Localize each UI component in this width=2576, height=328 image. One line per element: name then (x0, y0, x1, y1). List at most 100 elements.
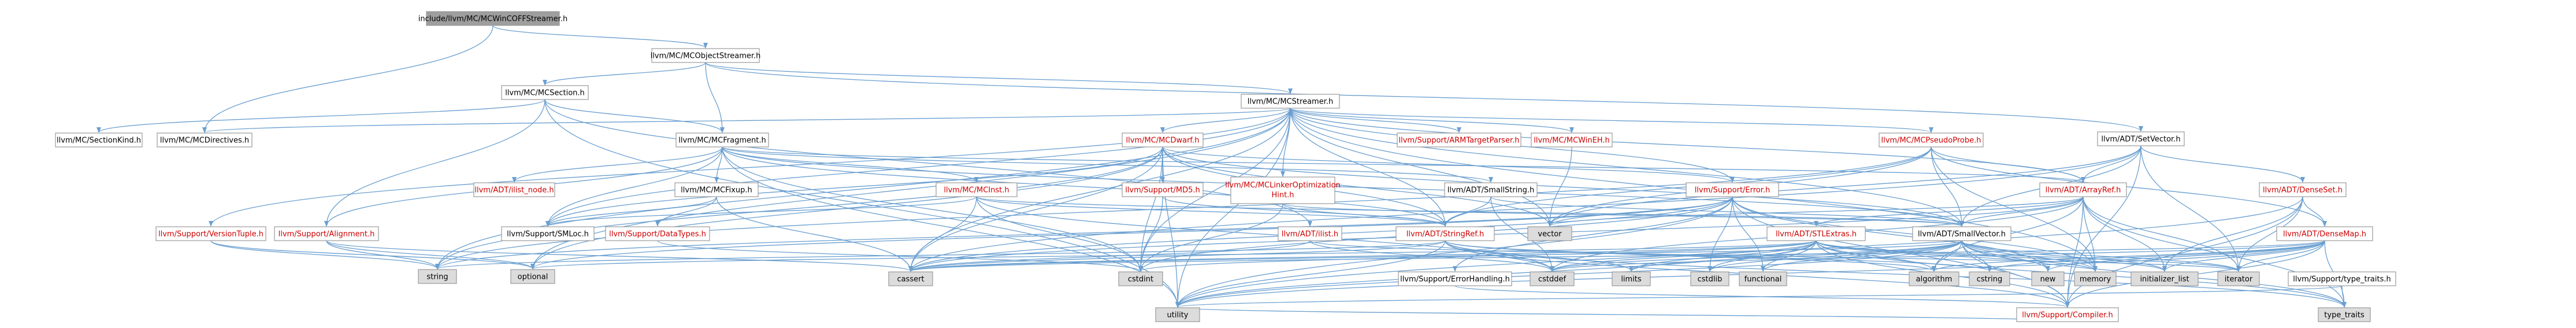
node-mcstreamer[interactable]: llvm/MC/MCStreamer.h (1241, 94, 1340, 109)
edge-arrow (326, 240, 440, 270)
edge-mcfragment-to-ilistnode (512, 146, 723, 183)
node-label: cstring (1977, 275, 2002, 284)
node-setvector[interactable]: llvm/ADT/SetVector.h (2097, 131, 2185, 146)
edge-mcstreamer-to-cstdint (1138, 108, 1291, 272)
node-box (1278, 226, 1342, 241)
edge-mcstreamer-to-vector (1290, 108, 1552, 227)
edge-mcfragment-to-mcfixup (714, 146, 723, 183)
node-root[interactable]: include/llvm/MC/MCWinCOFFStreamer.h (418, 11, 567, 26)
node-densemap[interactable]: llvm/ADT/DenseMap.h (2276, 226, 2373, 241)
edge-smallvector-to-memory (1961, 240, 2098, 272)
edge-arrow (530, 196, 1733, 270)
edge-arrow (908, 146, 1163, 272)
edge-arrow (2140, 145, 2305, 183)
node-md5[interactable]: llvm/Support/MD5.h (1122, 182, 1204, 197)
node-box (1527, 226, 1572, 241)
node-label: cstddef (1538, 275, 1567, 284)
edge-smallvector-to-functional (1761, 240, 1962, 272)
edge-datatypes-to-cstdint (657, 240, 1143, 272)
node-mcfixup[interactable]: llvm/MC/MCFixup.h (674, 182, 759, 197)
edge-versiontuple-to-string (210, 240, 440, 270)
edge-smallvector-to-cstddef (1550, 240, 1962, 272)
edge-arrow (1290, 108, 1933, 133)
node-smallstring[interactable]: llvm/ADT/SmallString.h (1444, 182, 1538, 197)
node-box (1909, 271, 1959, 286)
node-denseset[interactable]: llvm/ADT/DenseSet.h (2259, 182, 2347, 197)
edge-objstreamer-to-mcstreamer (705, 62, 1293, 94)
edge-arrow (657, 240, 1143, 272)
node-type_traits: type_traits (2318, 307, 2371, 322)
node-typetraits_h[interactable]: llvm/Support/type_traits.h (2288, 271, 2396, 286)
node-error[interactable]: llvm/Support/Error.h (1686, 182, 1779, 197)
edge-arrow (210, 240, 440, 270)
node-smallvector[interactable]: llvm/ADT/SmallVector.h (1912, 226, 2011, 241)
node-label: new (2040, 275, 2056, 284)
edge-arrayref-to-memory (2083, 196, 2098, 272)
edge-arrow (908, 196, 2084, 272)
node-compiler[interactable]: llvm/Support/Compiler.h (2016, 307, 2119, 322)
node-label: cstdlib (1698, 275, 1723, 284)
edge-arrow (1932, 240, 2325, 272)
edge-arrow (1162, 146, 1552, 227)
edge-arrow (2162, 240, 2325, 272)
node-box (55, 132, 143, 148)
node-box (605, 226, 710, 241)
node-label: llvm/MC/MCStreamer.h (1248, 98, 1333, 106)
node-mcsection[interactable]: llvm/MC/MCSection.h (501, 85, 589, 100)
node-box (2318, 307, 2371, 322)
edge-arrayref-to-iterator (2083, 196, 2241, 272)
node-errorhandling[interactable]: llvm/Support/ErrorHandling.h (1398, 271, 1512, 286)
node-alignment[interactable]: llvm/Support/Alignment.h (274, 226, 379, 241)
node-box (888, 271, 933, 286)
node-stringref[interactable]: llvm/ADT/StringRef.h (1395, 226, 1495, 241)
edge-arrow (2081, 145, 2141, 183)
node-mcwineh[interactable]: llvm/MC/MCWinEH.h (1531, 132, 1613, 148)
node-versiontuple[interactable]: llvm/Support/VersionTuple.h (155, 226, 266, 241)
node-armtarget[interactable]: llvm/Support/ARMTargetParser.h (1397, 132, 1521, 148)
edge-arrow (1445, 240, 1554, 272)
edge-mcstreamer-to-mcdirectives (202, 108, 1291, 133)
edge-mcsection-to-sectionkind (96, 99, 545, 133)
edge-mcinst-to-cassert (908, 196, 977, 272)
edge-mcstreamer-to-string (435, 108, 1291, 270)
edge-mcinst-to-cstdint (976, 196, 1143, 272)
edge-alignment-to-optional (326, 240, 535, 270)
node-ilistnode[interactable]: llvm/ADT/ilist_node.h (473, 182, 555, 197)
node-arrayref[interactable]: llvm/ADT/ArrayRef.h (2039, 182, 2127, 197)
node-mcinst[interactable]: llvm/MC/MCInst.h (936, 182, 1018, 197)
node-mcdirectives[interactable]: llvm/MC/MCDirectives.h (157, 132, 253, 148)
edge-mcinst-to-stringref (976, 196, 1447, 227)
edge-mcdwarf-to-utility (1162, 146, 1180, 308)
edge-arrow (2065, 145, 2141, 308)
edge-arrow (435, 240, 1446, 270)
edge-mcfragment-to-smloc (545, 146, 723, 227)
node-label: iterator (2225, 275, 2253, 284)
node-label: initializer_list (2140, 275, 2189, 284)
node-box (1241, 94, 1340, 109)
edge-typetraits_h-to-type_traits (2341, 285, 2347, 308)
edge-mcdwarf-to-cassert (908, 146, 1163, 272)
edge-stringref-to-utility (1175, 240, 1446, 308)
node-mcfragment[interactable]: llvm/MC/MCFragment.h (675, 132, 769, 148)
node-ilist[interactable]: llvm/ADT/ilist.h (1278, 226, 1342, 241)
edge-arrow (202, 25, 493, 133)
node-label: llvm/MC/SectionKind.h (57, 137, 141, 145)
node-smloc[interactable]: llvm/Support/SMLoc.h (501, 226, 595, 241)
node-mcdwarf[interactable]: llvm/MC/MCDwarf.h (1122, 132, 1204, 148)
node-datatypes[interactable]: llvm/Support/DataTypes.h (605, 226, 710, 241)
node-objstreamer[interactable]: llvm/MC/MCObjectStreamer.h (651, 48, 761, 63)
edge-mcfragment-to-mcinst (722, 146, 979, 183)
node-stlextras[interactable]: llvm/ADT/STLExtras.h (1766, 226, 1866, 241)
node-mcpseudo[interactable]: llvm/MC/MCPseudoProbe.h (1879, 132, 1984, 148)
node-box (1969, 271, 2010, 286)
edge-arrow (722, 146, 979, 183)
edge-arrow (705, 62, 2143, 132)
edge-arrow (2083, 196, 2347, 308)
node-sectionkind[interactable]: llvm/MC/SectionKind.h (55, 132, 143, 148)
node-label: llvm/MC/MCWinEH.h (1534, 137, 1609, 145)
edge-arrow (1931, 146, 1964, 227)
edge-arrow (530, 240, 1817, 270)
edge-arrow (2083, 196, 2167, 272)
